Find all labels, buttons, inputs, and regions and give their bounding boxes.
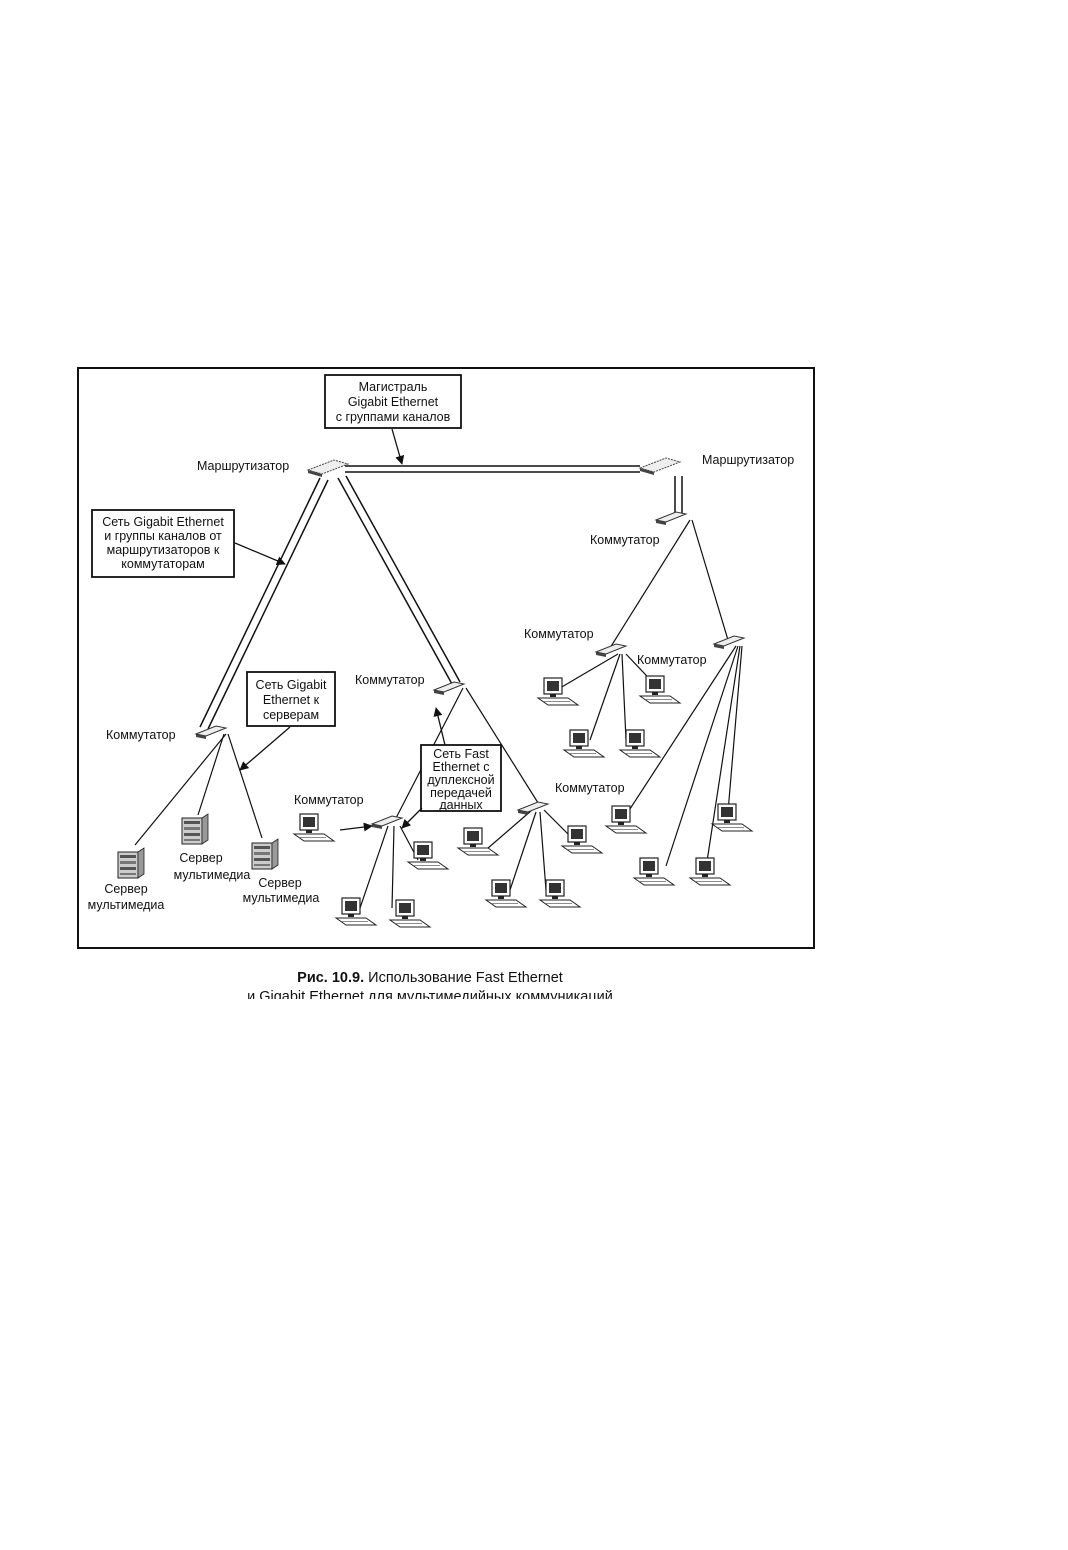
label-server-3-line1: Сервер [258,876,301,890]
router-left [307,459,349,478]
label-server-1-line2: мультимедиа [88,898,165,912]
callout-rs-line4: коммутаторам [121,557,204,571]
pc-icon [389,899,431,928]
pc-icon [485,879,527,908]
caption-line2-clip: и Gigabit Ethernet для мультимедийных ко… [150,988,710,999]
figure-frame [77,367,815,949]
label-switch-middle: Коммутатор [355,673,425,687]
label-switch-lower-middle: Коммутатор [555,781,625,795]
callout-fast-ethernet: Сеть Fast Ethernet с дуплексной передаче… [420,744,502,812]
switch-middle [433,681,465,696]
callout-fe-line4: передачей [430,786,492,800]
arrow-pc-to-switch [339,822,373,832]
callout-fe-line3: дуплексной [427,773,494,787]
caption-line1: Использование Fast Ethernet [368,970,563,986]
callout-rs-line3: маршрутизаторов к [107,543,220,557]
callout-routers-to-switches: Сеть Gigabit Ethernet и группы каналов о… [91,509,235,578]
callout-backbone: Магистраль Gigabit Ethernet с группами к… [324,374,462,429]
label-switch-right-1: Коммутатор [524,627,594,641]
callout-rs-line2: и группы каналов от [104,529,222,543]
pc-icon [605,805,647,834]
callout-servers-line2: Ethernet к [263,693,320,707]
label-server-2-line2: мультимедиа [174,868,251,882]
callout-fe-line5: данных [439,798,483,812]
caption-line2: и Gigabit Ethernet для мультимедийных ко… [247,989,613,999]
label-router-right: Маршрутизатор [702,453,794,467]
fast-links [134,519,743,909]
arrow-to-servers [239,726,291,771]
caption-number: Рис. 10.9. [297,970,365,986]
pc-icon [407,841,449,870]
label-server-3-line2: мультимедиа [243,891,320,905]
switch-left [195,725,227,740]
label-switch-left: Коммутатор [106,728,176,742]
pc-icon [689,857,731,886]
callout-backbone-line2: Gigabit Ethernet [348,395,439,409]
server-icon-2 [181,813,209,845]
pc-icon [619,729,661,758]
label-server-1-line1: Сервер [104,882,147,896]
pc-icon [537,677,579,706]
label-switch-right-top: Коммутатор [590,533,660,547]
pc-icon [293,813,335,842]
callout-fe-line2: Ethernet с [433,760,490,774]
label-server-2-line1: Сервер [179,851,222,865]
pc-icon [633,857,675,886]
pc-icon [335,897,377,926]
callout-servers-line1: Сеть Gigabit [256,678,327,692]
pc-icon [563,729,605,758]
arrow-fe-down [401,807,423,829]
arrow-fe-up [433,707,446,746]
pc-icon [457,827,499,856]
callout-to-servers: Сеть Gigabit Ethernet к серверам [246,671,336,727]
switch-lower-middle [517,801,549,816]
pc-icon [539,879,581,908]
callout-servers-line3: серверам [263,708,319,722]
arrow-routers-to-switches [234,542,286,566]
figure-caption: Рис. 10.9. Использование Fast Ethernet [150,970,710,986]
label-switch-right-2: Коммутатор [637,653,707,667]
switch-lower-left [371,815,403,830]
server-icon-1 [117,847,145,879]
callout-rs-line1: Сеть Gigabit Ethernet [102,515,224,529]
callout-backbone-line1: Магистраль [359,380,428,394]
switch-right-top [655,511,687,526]
label-switch-lower-left: Коммутатор [294,793,364,807]
arrow-backbone [391,428,405,465]
router-right [639,457,681,476]
callout-fe-line1: Сеть Fast [433,747,489,761]
gigabit-links [199,465,683,730]
pc-icon [639,675,681,704]
pc-icon [711,803,753,832]
server-icon-3 [251,838,279,870]
pc-icon [561,825,603,854]
label-router-left: Маршрутизатор [197,459,289,473]
callout-backbone-line3: с группами каналов [336,410,451,424]
